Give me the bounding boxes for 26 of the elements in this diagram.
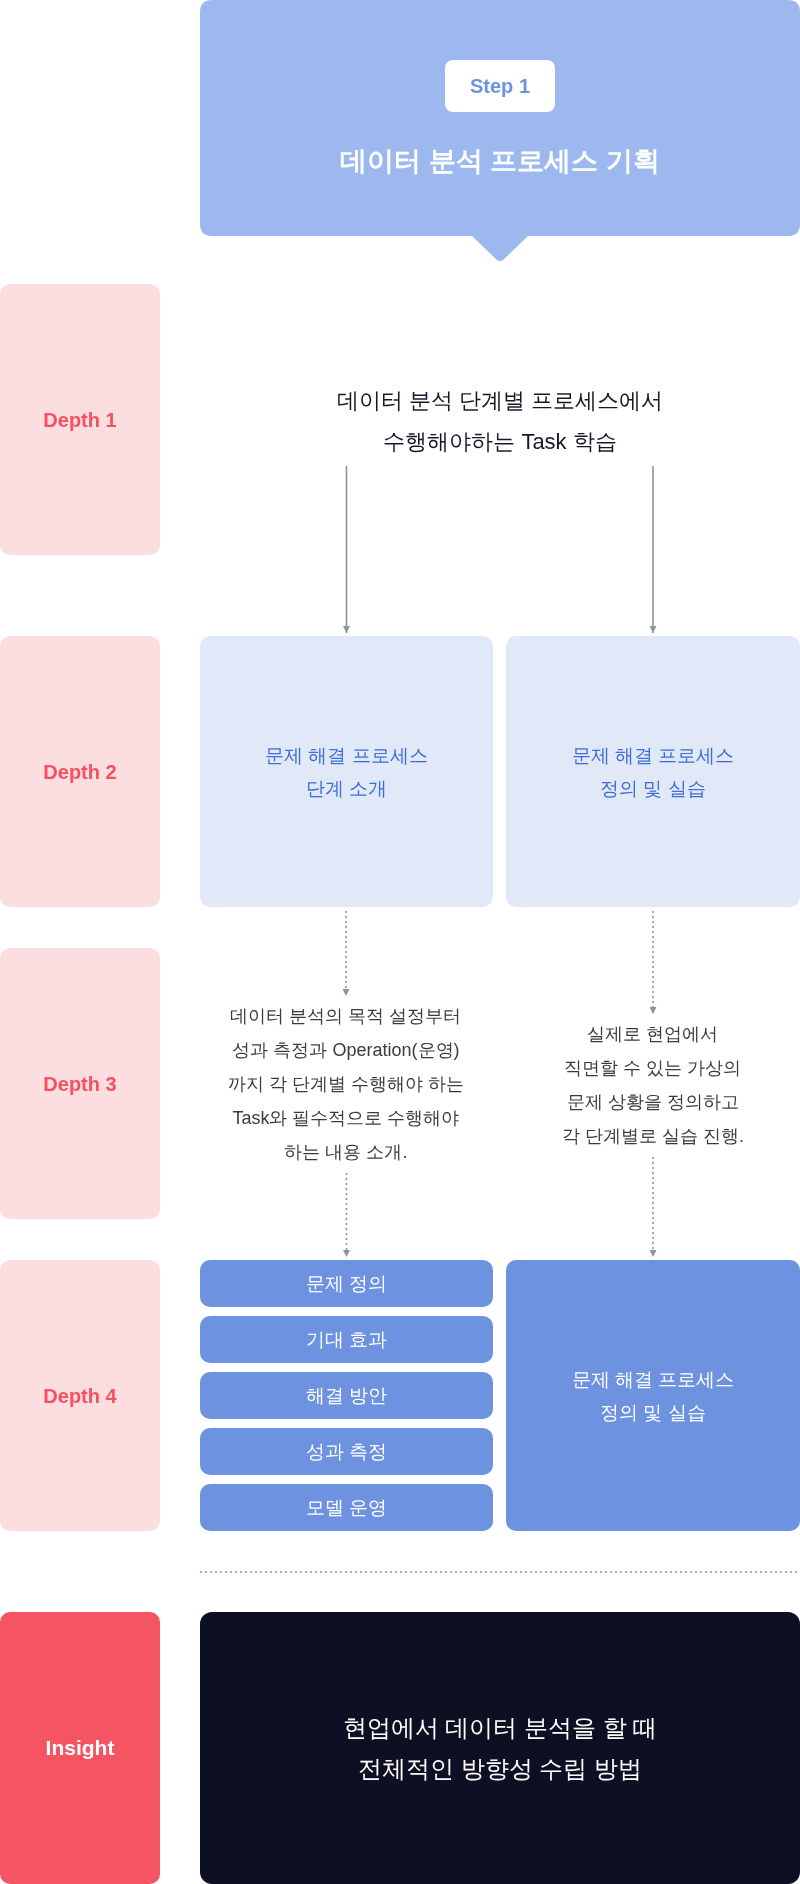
description-text: 데이터 분석 단계별 프로세스에서 수행해야하는 Task 학습 <box>335 380 665 462</box>
arrow <box>343 465 350 634</box>
dashed-arrow <box>649 910 657 1015</box>
task-box: 모델 운영 <box>200 1484 493 1531</box>
process-box: 문제 해결 프로세스 정의 및 실습 <box>506 1260 800 1531</box>
callout-box <box>200 0 800 262</box>
row-label: Insight <box>0 1612 160 1884</box>
row-label: Depth 4 <box>0 1260 160 1531</box>
dashed-arrow <box>343 1172 350 1258</box>
row-label: Depth 1 <box>0 284 160 555</box>
task-box: 문제 정의 <box>200 1260 493 1307</box>
dashed-arrow <box>649 1156 657 1258</box>
process-box: 문제 해결 프로세스 정의 및 실습 <box>506 636 800 907</box>
description-text: 실제로 현업에서 직면할 수 있는 가상의 문제 상황을 정의하고 각 단계별로 실습 진행. <box>560 1017 746 1153</box>
task-box: 성과 측정 <box>200 1428 493 1475</box>
dashed-arrow <box>342 910 350 997</box>
arrow <box>649 465 657 634</box>
task-box: 해결 방안 <box>200 1372 493 1419</box>
task-box: 기대 효과 <box>200 1316 493 1363</box>
insight-box: 현업에서 데이터 분석을 할 때 전체적인 방향성 수립 방법 <box>200 1612 800 1884</box>
row-label: Depth 2 <box>0 636 160 907</box>
step-badge: Step 1 <box>445 60 555 112</box>
heading-text: 데이터 분석 프로세스 기획 <box>340 145 660 178</box>
row-label: Depth 3 <box>0 948 160 1219</box>
process-box: 문제 해결 프로세스 단계 소개 <box>200 636 493 907</box>
description-text: 데이터 분석의 목적 설정부터 성과 측정과 Operation(운영)까지 각 단계별 수행해야 하는 Task와 필수적으로 수행해야 하는 내용 소개. <box>228 999 464 1169</box>
